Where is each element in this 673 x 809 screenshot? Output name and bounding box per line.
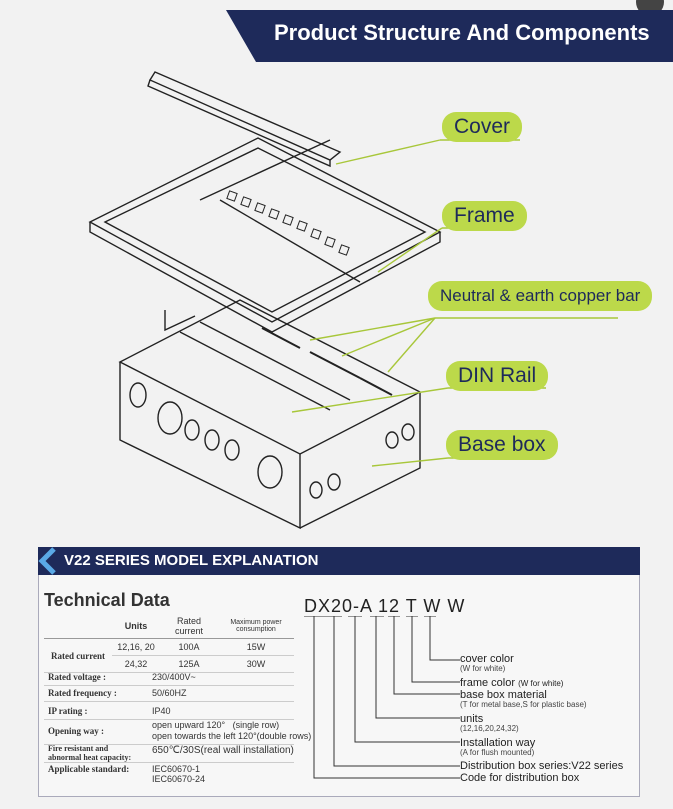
cell-power: 15W (218, 638, 294, 656)
model-code-connector-lines (304, 616, 460, 779)
col-header-units: Units (112, 614, 160, 639)
spec-key: Opening way : (48, 726, 105, 736)
cell-current: 125A (160, 655, 218, 673)
divider (44, 685, 294, 686)
section-title: V22 SERIES MODEL EXPLANATION (64, 552, 319, 569)
spec-key: Fire resistant and abnormal heat capacit… (48, 744, 132, 762)
col-header-blank (44, 614, 112, 639)
label-base-box: Base box (446, 430, 558, 460)
legend-installation-way: Installation way (A for flush mounted) (460, 737, 536, 757)
spec-value: IP40 (152, 706, 171, 716)
legend-code: Code for distribution box (460, 772, 580, 784)
label-din-rail: DIN Rail (446, 361, 549, 391)
divider (44, 762, 294, 763)
chevron-left-icon (38, 547, 56, 575)
col-header-power: Maximum power consumption (218, 614, 294, 639)
spec-key: IP rating : (48, 706, 88, 716)
spec-value: 230/400V~ (152, 672, 196, 682)
section-header: V22 SERIES MODEL EXPLANATION (38, 547, 640, 575)
col-header-current: Rated current (160, 614, 218, 639)
spec-key: Rated voltage : (48, 672, 106, 682)
label-frame: Frame (442, 201, 527, 231)
spec-value: 650℃/30S(real wall installation) (152, 745, 294, 756)
cell-current: 100A (160, 638, 218, 656)
divider (44, 744, 294, 745)
cell-units: 24,32 (112, 655, 160, 673)
label-cover: Cover (442, 112, 523, 142)
model-code: DX20-A 12 T W W (304, 596, 466, 616)
header-banner: Product Structure And Components (226, 10, 673, 62)
legend-series: Distribution box series:V22 series (460, 760, 624, 772)
spec-key: Rated frequency : (48, 688, 117, 698)
rated-current-label: Rated current (44, 638, 112, 673)
rated-current-table: Units Rated current Maximum power consum… (44, 614, 294, 673)
legend-units: units (12,16,20,24,32) (460, 713, 519, 733)
spec-key: Applicable standard: (48, 764, 130, 774)
page-title: Product Structure And Components (274, 20, 650, 45)
cell-power: 30W (218, 655, 294, 673)
divider (44, 719, 294, 720)
table-row: Rated current 12,16, 20 100A 15W (44, 638, 294, 673)
cell-units: 12,16, 20 (112, 638, 160, 656)
spec-value: IEC60670-1 IEC60670-24 (152, 764, 206, 784)
label-copper-bar: Neutral & earth copper bar (428, 281, 653, 311)
legend-frame-color: frame color (W for white) (460, 677, 564, 689)
legend-base-material: base box material (T for metal base,S fo… (460, 689, 587, 709)
technical-data-title: Technical Data (44, 590, 170, 610)
spec-value: open upward 120° (single row) open towar… (152, 720, 312, 741)
legend-cover-color: cover color (W for white) (460, 653, 514, 673)
spec-value: 50/60HZ (152, 688, 187, 698)
table-row: 24,32 125A 30W (44, 655, 294, 673)
divider (44, 701, 294, 702)
